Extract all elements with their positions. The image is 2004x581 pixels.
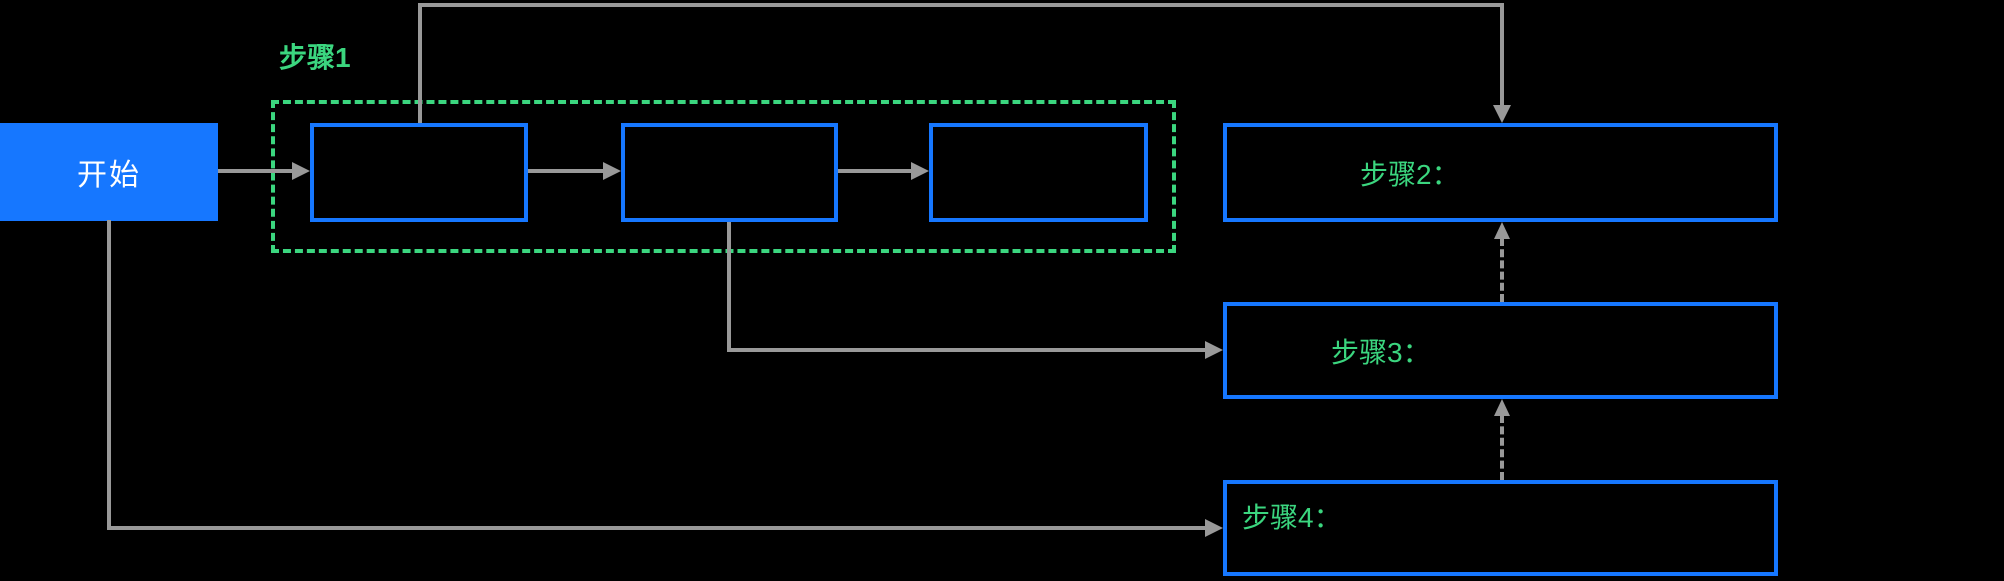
arrowhead-right-icon [292, 162, 310, 180]
step2-label: 步骤2： [1360, 158, 1460, 190]
connector-box1-to-step2-top-run [418, 3, 1504, 7]
arrowhead-right-icon [603, 162, 621, 180]
connector-box1-to-step2-drop [1500, 3, 1504, 106]
connector-start-to-step4-run [107, 526, 1205, 530]
arrowhead-up-icon [1494, 399, 1510, 416]
connector-box2-to-box3 [838, 169, 913, 173]
step4-node[interactable]: 步骤4： [1223, 480, 1778, 576]
arrowhead-down-icon [1493, 105, 1511, 123]
connector-box1-to-box2 [528, 169, 605, 173]
connector-box2-to-step3-run [727, 348, 1205, 352]
connector-box1-to-step2-riser [418, 3, 422, 123]
step4-label: 步骤4： [1242, 502, 1342, 533]
connector-start-to-box1 [218, 169, 294, 173]
step1-group[interactable] [271, 100, 1176, 253]
start-node-label: 开始 [77, 159, 141, 192]
connector-step3-to-step2-dashed [1500, 238, 1504, 302]
arrowhead-up-icon [1494, 222, 1510, 239]
inner-box-1[interactable] [310, 123, 528, 222]
start-node[interactable]: 开始 [0, 123, 218, 221]
step3-node[interactable]: 步骤3： [1223, 302, 1778, 399]
step1-group-label: 步骤1 [279, 42, 351, 73]
connector-step4-to-step3-dashed [1500, 415, 1504, 480]
connector-start-to-step4-drop [107, 220, 111, 528]
arrowhead-right-icon [911, 162, 929, 180]
arrowhead-right-icon [1205, 519, 1223, 537]
inner-box-3[interactable] [929, 123, 1148, 222]
connector-box2-to-step3-drop [727, 222, 731, 350]
step2-node[interactable]: 步骤2： [1223, 123, 1778, 222]
inner-box-2[interactable] [621, 123, 838, 222]
step3-label: 步骤3： [1331, 336, 1431, 368]
arrowhead-right-icon [1205, 341, 1223, 359]
